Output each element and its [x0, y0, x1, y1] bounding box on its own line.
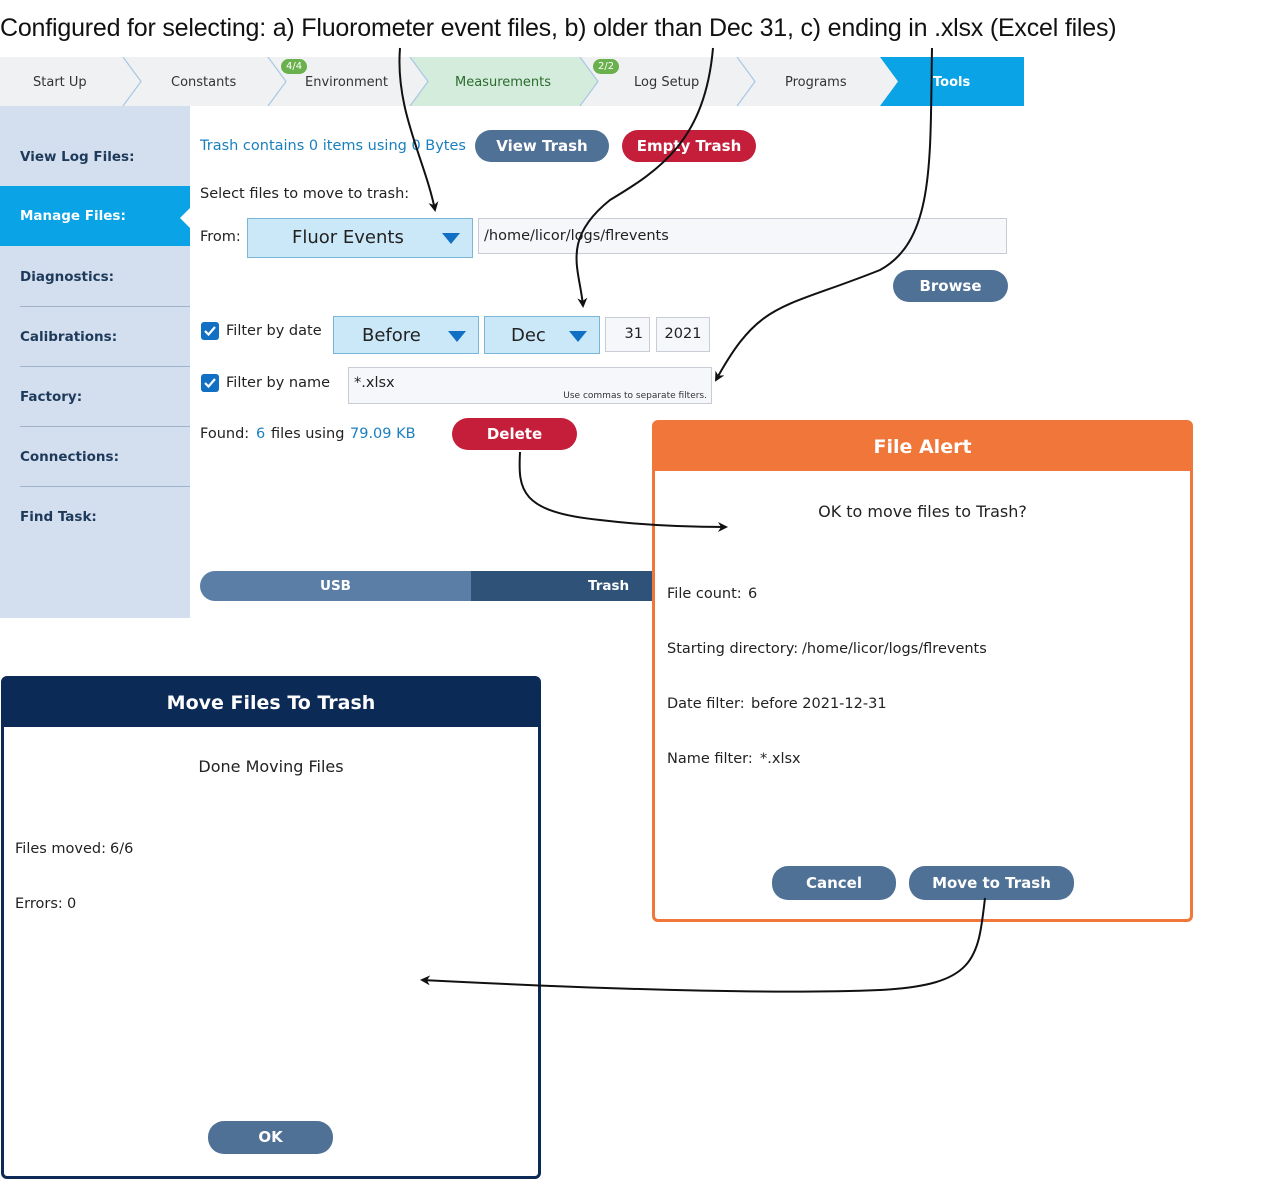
filter-date-checkbox[interactable]	[201, 322, 219, 340]
date-filter-label: Date filter:	[667, 696, 745, 712]
chevron-down-icon	[569, 331, 587, 342]
chevron-down-icon	[448, 331, 466, 342]
start-dir-value: /home/licor/logs/flrevents	[802, 641, 987, 657]
sidebar-item-factory[interactable]: Factory:	[20, 389, 83, 405]
sidebar-item-diagnostics[interactable]: Diagnostics:	[20, 269, 115, 285]
delete-button[interactable]: Delete	[452, 418, 577, 450]
checkmark-icon	[204, 326, 216, 337]
empty-trash-button[interactable]: Empty Trash	[622, 130, 756, 162]
date-mode-value: Before	[362, 325, 421, 346]
move-to-trash-button[interactable]: Move to Trash	[909, 866, 1074, 900]
day-input[interactable]: 31	[605, 317, 650, 352]
filter-name-checkbox[interactable]	[201, 374, 219, 392]
view-trash-button[interactable]: View Trash	[475, 130, 609, 162]
file-alert-title: File Alert	[655, 423, 1190, 471]
name-filter-input[interactable]: *.xlsx Use commas to separate filters.	[348, 367, 712, 404]
year-input[interactable]: 2021	[656, 317, 710, 352]
sidebar-divider	[20, 306, 190, 307]
sidebar-item-view-log-files[interactable]: View Log Files:	[20, 149, 135, 165]
usb-segment[interactable]: USB	[200, 571, 471, 601]
found-size: 79.09 KB	[350, 426, 416, 442]
tab-log-setup[interactable]: Log Setup	[634, 75, 700, 90]
file-count-label: File count:	[667, 586, 742, 602]
browse-button[interactable]: Browse	[893, 270, 1008, 302]
name-filter-hint: Use commas to separate filters.	[563, 391, 707, 401]
trash-status: Trash contains 0 items using 0 Bytes	[200, 138, 466, 154]
tab-tools[interactable]: Tools	[933, 75, 971, 90]
errors-value: 0	[67, 896, 77, 912]
active-item-pointer	[180, 208, 190, 228]
move-files-dialog: Move Files To Trash Done Moving Files Fi…	[1, 676, 541, 1179]
date-mode-dropdown[interactable]: Before	[333, 316, 479, 354]
month-dropdown[interactable]: Dec	[484, 316, 600, 354]
files-using-label: files using	[271, 426, 345, 442]
source-dropdown[interactable]: Fluor Events	[247, 218, 473, 258]
sidebar: View Log Files: Manage Files: Diagnostic…	[0, 106, 190, 618]
month-value: Dec	[511, 325, 546, 346]
date-filter-value: before 2021-12-31	[751, 696, 887, 712]
filter-name-label: Filter by name	[226, 375, 331, 391]
checkmark-icon	[204, 378, 216, 389]
file-count-value: 6	[748, 586, 758, 602]
errors-label: Errors:	[15, 896, 63, 912]
sidebar-divider	[20, 366, 190, 367]
files-moved-value: 6/6	[110, 841, 134, 857]
name-filter-summary: *.xlsx	[760, 751, 801, 767]
move-files-message: Done Moving Files	[198, 757, 344, 776]
ok-button[interactable]: OK	[208, 1121, 333, 1154]
environment-badge: 4/4	[281, 59, 308, 74]
tab-start-up[interactable]: Start Up	[33, 75, 87, 90]
name-filter-label: Name filter:	[667, 751, 753, 767]
source-dropdown-value: Fluor Events	[292, 227, 404, 248]
move-files-title: Move Files To Trash	[4, 679, 538, 727]
path-input[interactable]: /home/licor/logs/flrevents	[478, 218, 1007, 254]
sidebar-item-calibrations[interactable]: Calibrations:	[20, 329, 118, 345]
sidebar-item-manage-files[interactable]: Manage Files:	[0, 186, 190, 246]
tab-environment[interactable]: Environment	[305, 75, 389, 90]
annotation-caption: Configured for selecting: a) Fluorometer…	[0, 14, 1117, 42]
select-files-label: Select files to move to trash:	[200, 186, 410, 202]
log-setup-badge: 2/2	[593, 59, 620, 74]
file-alert-question: OK to move files to Trash?	[818, 502, 1027, 521]
found-count: 6	[256, 426, 266, 442]
tab-measurements[interactable]: Measurements	[455, 75, 552, 90]
cancel-button[interactable]: Cancel	[772, 866, 896, 900]
sidebar-item-find-task[interactable]: Find Task:	[20, 509, 97, 525]
trash-segment[interactable]: Trash	[471, 571, 654, 601]
from-label: From:	[200, 229, 241, 245]
sidebar-divider	[20, 426, 190, 427]
filter-date-label: Filter by date	[226, 323, 322, 339]
name-filter-value: *.xlsx	[354, 375, 395, 391]
tab-constants[interactable]: Constants	[171, 75, 237, 90]
start-dir-label: Starting directory:	[667, 641, 799, 657]
files-moved-label: Files moved:	[15, 841, 107, 857]
sidebar-item-connections[interactable]: Connections:	[20, 449, 119, 465]
chevron-down-icon	[442, 233, 460, 244]
destination-toggle: USB Trash	[200, 571, 654, 601]
tab-programs[interactable]: Programs	[785, 75, 847, 90]
file-alert-dialog: File Alert OK to move files to Trash? Fi…	[652, 420, 1193, 922]
sidebar-divider	[20, 486, 190, 487]
found-label: Found:	[200, 426, 250, 442]
